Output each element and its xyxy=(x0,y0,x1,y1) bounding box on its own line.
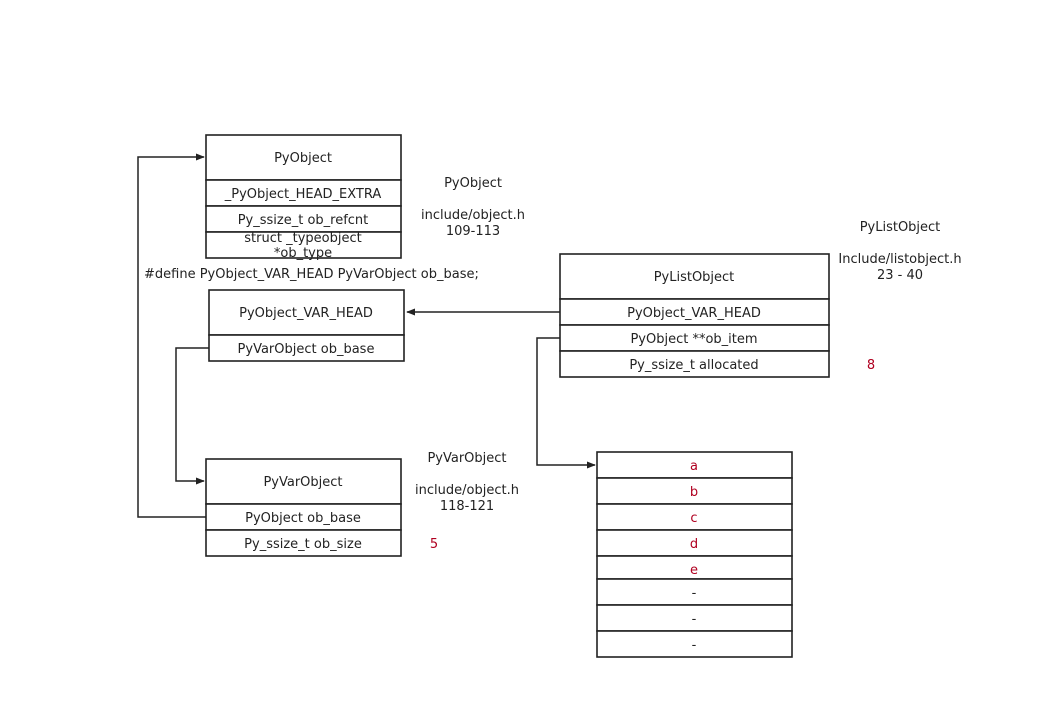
pyvarobject-field-ob-base: PyObject ob_base xyxy=(245,511,361,526)
item-label-a: a xyxy=(690,459,698,474)
ob-item-to-array-arrow xyxy=(536,337,596,469)
pyvarobject-note: PyVarObject include/object.h 118-121 xyxy=(415,451,519,514)
pylist-field-ob-item: PyObject **ob_item xyxy=(630,332,757,347)
pylist-field-allocated: Py_ssize_t allocated xyxy=(629,358,758,373)
pyvarobject-note-lines: 118-121 xyxy=(440,499,494,514)
pyvarobject-note-file: include/object.h xyxy=(415,483,519,498)
item-cell xyxy=(596,503,793,531)
pylist-field-var-head: PyObject_VAR_HEAD xyxy=(627,306,761,321)
pyvarobject-ob-size-cell xyxy=(205,529,402,557)
item-cell xyxy=(596,578,793,606)
pyobject-type-cell xyxy=(205,231,402,259)
item-label-empty: - xyxy=(692,612,697,627)
pylist-struct: PyListObject PyObject_VAR_HEAD PyObject … xyxy=(559,253,875,378)
pyobject-field-head-extra: _PyObject_HEAD_EXTRA xyxy=(224,187,382,202)
var-head-field-ob-base: PyVarObject ob_base xyxy=(238,342,375,357)
pyobject-note-title: PyObject xyxy=(444,176,502,191)
pyobject-field-type-line2: *ob_type xyxy=(274,246,332,261)
item-cell xyxy=(596,630,793,658)
item-cell xyxy=(596,451,793,479)
connectors xyxy=(137,153,596,518)
pyvarobject-ob-base-cell xyxy=(205,503,402,531)
item-label-d: d xyxy=(690,537,698,552)
pyvarobject-field-ob-size: Py_ssize_t ob_size xyxy=(244,537,362,552)
pyobject-struct: PyObject _PyObject_HEAD_EXTRA Py_ssize_t… xyxy=(205,134,402,261)
pylist-note-title: PyListObject xyxy=(860,220,941,235)
pyvarobject-header-cell xyxy=(205,458,402,505)
pylist-note: PyListObject Include/listobject.h 23 - 4… xyxy=(838,220,961,283)
pyobject-note-file: include/object.h xyxy=(421,208,525,223)
item-label-empty: - xyxy=(692,638,697,653)
item-cell xyxy=(596,529,793,557)
ob-base-to-pyobject-arrow xyxy=(137,153,206,518)
var-head-struct: PyObject_VAR_HEAD PyVarObject ob_base xyxy=(208,289,405,362)
item-label-b: b xyxy=(690,485,698,500)
pylist-title: PyListObject xyxy=(654,270,735,285)
pylist-note-lines: 23 - 40 xyxy=(877,268,923,283)
pyvarobject-size-value: 5 xyxy=(430,537,438,552)
pyobject-field-refcnt: Py_ssize_t ob_refcnt xyxy=(238,213,369,228)
pyvarobject-note-title: PyVarObject xyxy=(427,451,506,466)
define-macro-text: #define PyObject_VAR_HEAD PyVarObject ob… xyxy=(144,267,479,282)
item-label-empty: - xyxy=(692,586,697,601)
pyvarobject-title: PyVarObject xyxy=(263,475,342,490)
pyobject-note: PyObject include/object.h 109-113 xyxy=(421,176,525,239)
pylist-note-file: Include/listobject.h xyxy=(838,252,961,267)
pylist-allocated-cell xyxy=(559,350,830,378)
var-head-title: PyObject_VAR_HEAD xyxy=(239,306,373,321)
pyobject-title: PyObject xyxy=(274,151,332,166)
item-array: a b c d e - - - xyxy=(596,451,793,658)
pyobject-field-type-line1: struct _typeobject xyxy=(244,231,361,246)
item-label-c: c xyxy=(690,511,697,526)
pyobject-note-lines: 109-113 xyxy=(446,224,500,239)
pylist-allocated-value: 8 xyxy=(867,358,875,373)
pyvarobject-struct: PyVarObject PyObject ob_base Py_ssize_t … xyxy=(205,458,438,557)
var-head-to-pyvarobject-arrow xyxy=(175,347,209,485)
pyobject-header-cell xyxy=(205,134,402,181)
item-label-e: e xyxy=(690,563,698,578)
item-cell xyxy=(596,604,793,632)
